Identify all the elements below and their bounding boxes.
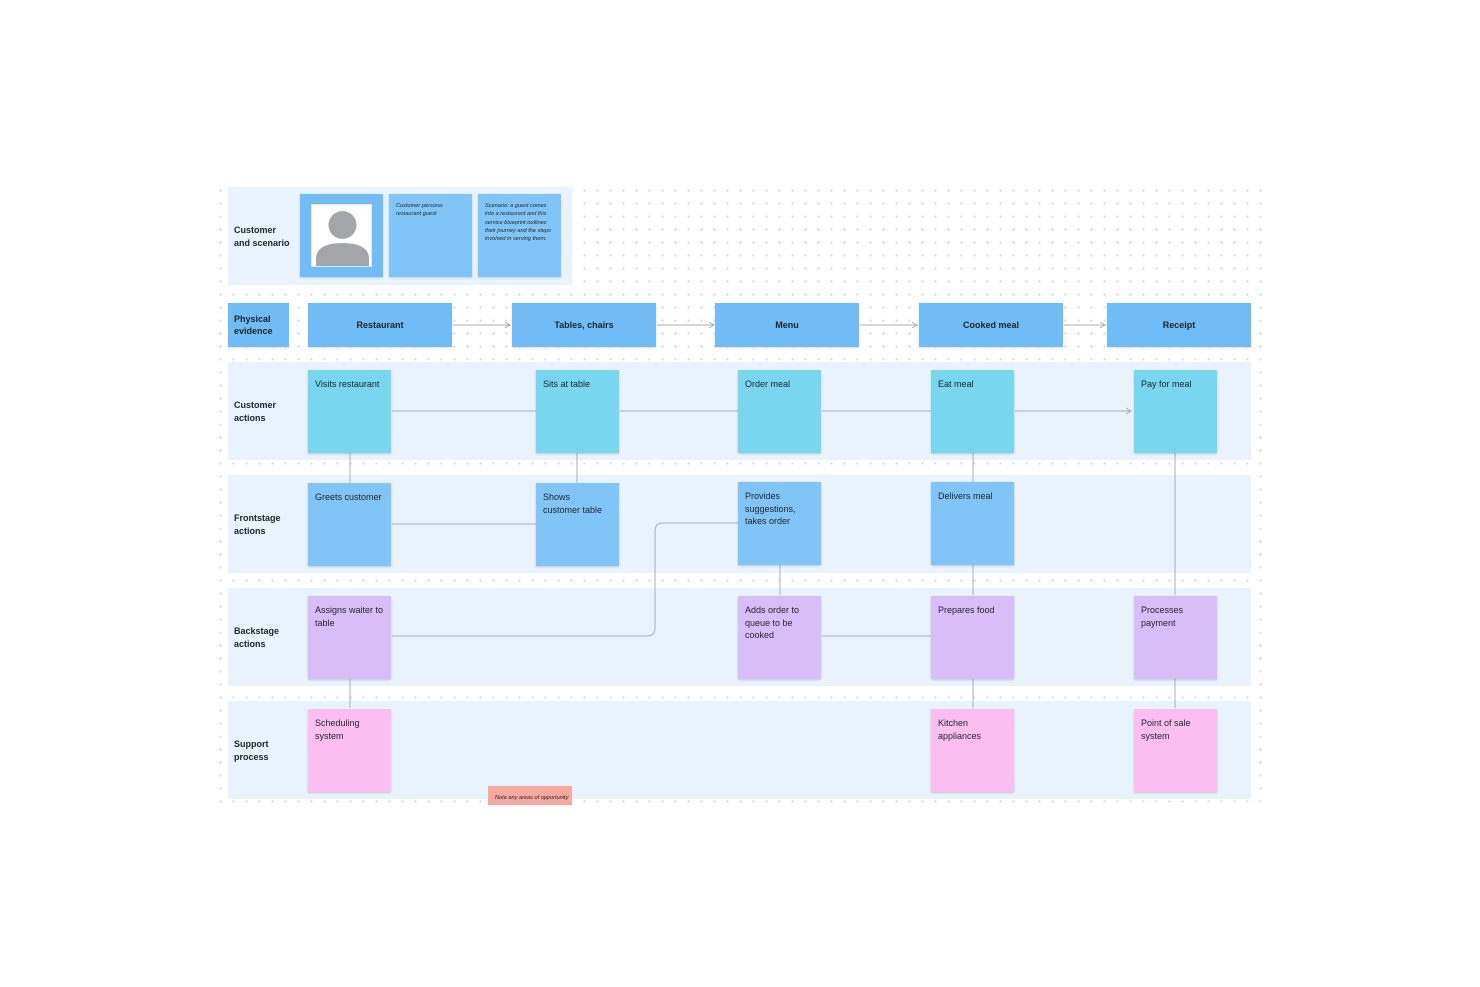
lane-support-process — [228, 701, 1251, 799]
evidence-cooked-meal[interactable]: Cooked meal — [919, 303, 1063, 347]
sticky-pay-for-meal[interactable]: Pay for meal — [1134, 370, 1217, 453]
persona-photo-card[interactable] — [300, 194, 383, 277]
opportunity-note[interactable]: Note any areas of opportunity — [488, 786, 572, 805]
sticky-sits-at-table[interactable]: Sits at table — [536, 370, 619, 453]
persona-note[interactable]: Customer persona: restaurant guest — [389, 194, 472, 277]
lane-label-customer-scenario: Customer and scenario — [234, 225, 290, 248]
sticky-delivers-meal[interactable]: Delivers meal — [931, 482, 1014, 565]
sticky-kitchen-appliances[interactable]: Kitchen appliances — [931, 709, 1014, 792]
sticky-eat-meal[interactable]: Eat meal — [931, 370, 1014, 453]
sticky-visits-restaurant[interactable]: Visits restaurant — [308, 370, 391, 453]
evidence-restaurant[interactable]: Restaurant — [308, 303, 452, 347]
lane-label-backstage-actions: Backstage actions — [234, 626, 280, 649]
sticky-scheduling-system[interactable]: Scheduling system — [308, 709, 391, 792]
sticky-assigns-waiter[interactable]: Assigns waiter to table — [308, 596, 391, 679]
lane-label-physical-evidence[interactable]: Physical evidence — [228, 303, 289, 347]
lane-label-customer-actions: Customer actions — [234, 400, 277, 423]
evidence-tables-chairs[interactable]: Tables, chairs — [512, 303, 656, 347]
sticky-shows-customer-table[interactable]: Shows customer table — [536, 483, 619, 566]
canvas-edge — [1095, 802, 1275, 805]
scenario-note[interactable]: Scenario: a guest comes into a restauran… — [478, 194, 561, 277]
sticky-provides-suggestions[interactable]: Provides suggestions, takes order — [738, 482, 821, 565]
evidence-menu[interactable]: Menu — [715, 303, 859, 347]
lane-label-support-process: Support process — [234, 739, 269, 762]
sticky-greets-customer[interactable]: Greets customer — [308, 483, 391, 566]
sticky-adds-order-to-queue[interactable]: Adds order to queue to be cooked — [738, 596, 821, 679]
sticky-prepares-food[interactable]: Prepares food — [931, 596, 1014, 679]
user-avatar-icon — [311, 204, 372, 267]
sticky-order-meal[interactable]: Order meal — [738, 370, 821, 453]
evidence-receipt[interactable]: Receipt — [1107, 303, 1251, 347]
sticky-processes-payment[interactable]: Processes payment — [1134, 596, 1217, 679]
lane-label-frontstage-actions: Frontstage actions — [234, 513, 281, 536]
sticky-point-of-sale-system[interactable]: Point of sale system — [1134, 709, 1217, 792]
